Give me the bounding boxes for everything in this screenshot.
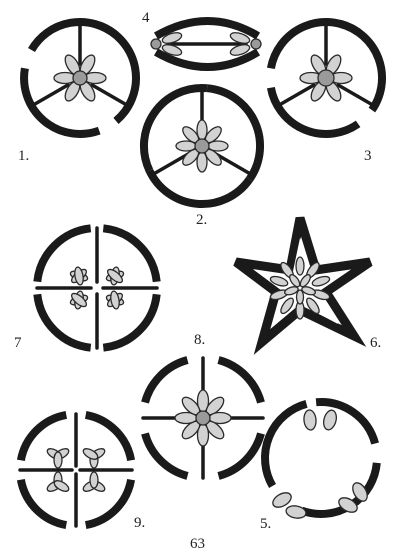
figure-3-spoke <box>338 85 372 105</box>
figure-1-spoke <box>92 85 126 105</box>
figure-8-arc <box>219 360 262 403</box>
figure-label-6: 6. <box>370 335 381 351</box>
figure-8 <box>143 358 263 478</box>
figure-label-4: 4 <box>142 10 150 26</box>
figure-1 <box>24 22 136 134</box>
figure-9-petal <box>54 452 62 468</box>
figure-9 <box>20 414 132 526</box>
figure-2-center <box>195 139 209 153</box>
figure-8-arc <box>145 360 188 403</box>
figure-6 <box>236 218 370 342</box>
figure-label-2: 2. <box>196 212 207 228</box>
figure-4-end-center <box>251 39 261 49</box>
figure-2-arc <box>149 171 249 205</box>
figure-5 <box>265 402 377 520</box>
figure-label-5: 5. <box>260 516 271 532</box>
figure-8-arc <box>219 434 262 477</box>
figure-6-petal <box>297 290 304 304</box>
figure-4 <box>151 21 261 67</box>
figure-1-spoke <box>34 85 68 105</box>
figure-5-petal <box>303 410 317 431</box>
figure-label-7: 7 <box>14 335 22 351</box>
figure-1-center <box>73 71 87 85</box>
figure-1-arc <box>32 22 117 50</box>
figure-8-flower <box>175 390 231 446</box>
figure-3 <box>271 22 382 134</box>
figure-4-end-center <box>151 39 161 49</box>
figure-7 <box>37 228 157 348</box>
figure-label-3: 3 <box>364 148 372 164</box>
figure-8-arc <box>145 434 188 477</box>
figure-8-center <box>196 411 210 425</box>
page-number: 63 <box>190 536 205 552</box>
figure-9-petal <box>90 472 98 488</box>
figure-2 <box>144 88 260 204</box>
figure-3-spoke <box>280 85 314 105</box>
figure-label-8: 8. <box>194 332 205 348</box>
figure-5-petal <box>322 409 339 431</box>
figure-5-arc <box>265 404 307 486</box>
figure-1-arc <box>99 25 136 121</box>
figure-5-petal <box>285 504 307 519</box>
figure-5-petals <box>270 409 370 520</box>
figure-3-center <box>318 70 334 86</box>
figure-6-petal <box>296 257 304 275</box>
figure-label-9: 9. <box>134 515 145 531</box>
figure-label-1: 1. <box>18 148 29 164</box>
figure-2-flower <box>176 120 228 172</box>
